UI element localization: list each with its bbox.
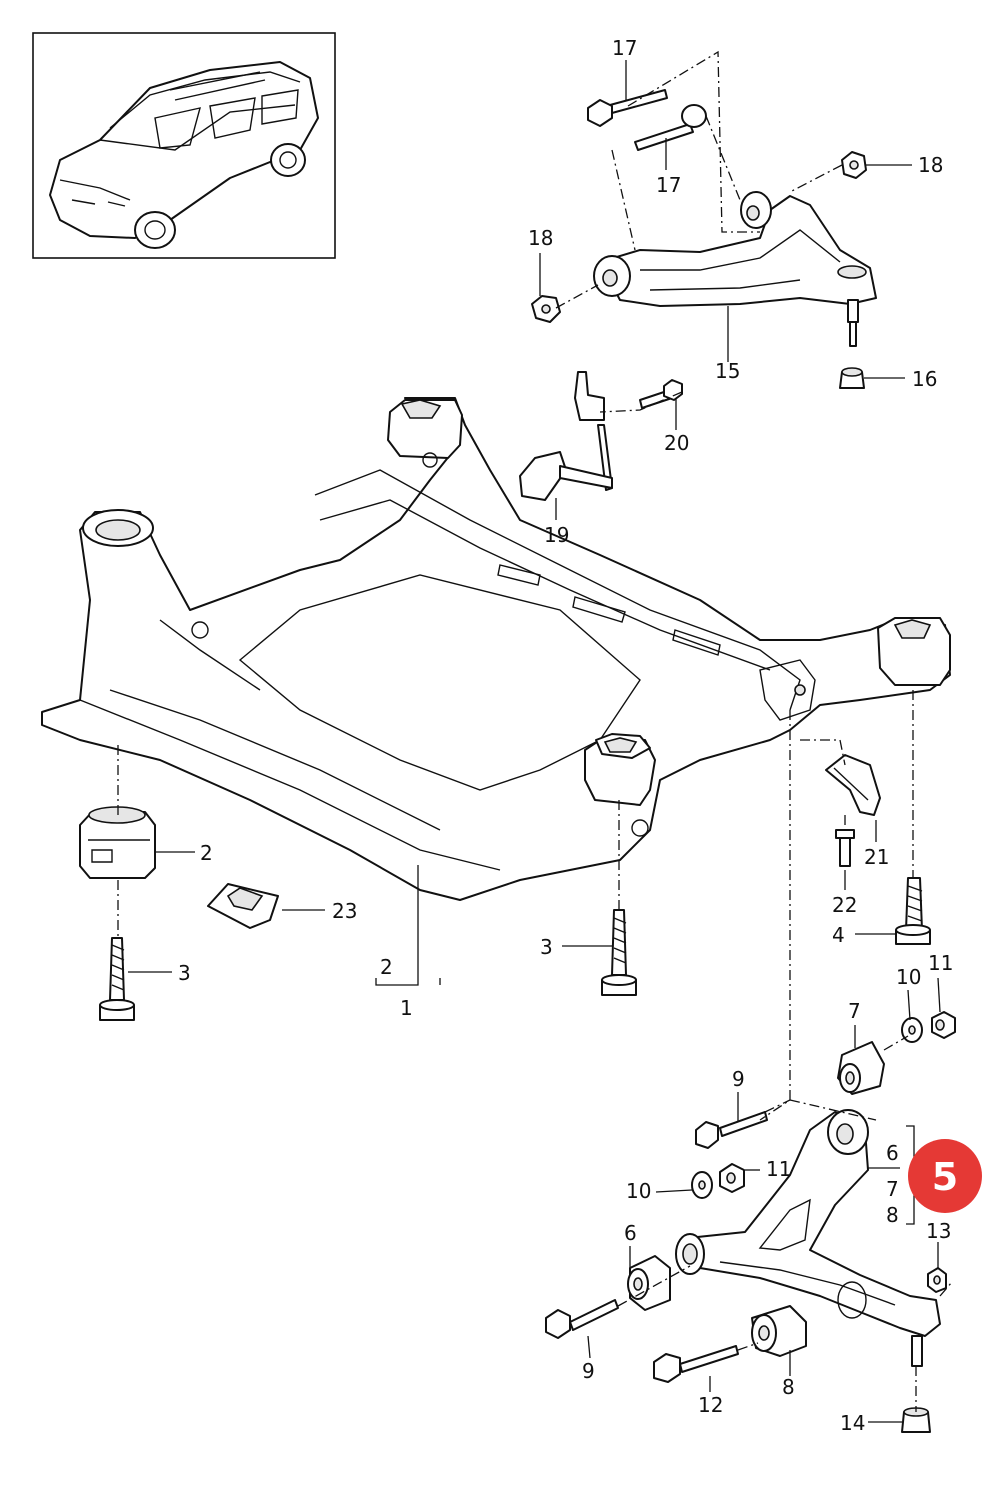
callout-badge: 5 bbox=[908, 1139, 982, 1213]
label-11-top: 11 bbox=[928, 951, 953, 975]
mount-2 bbox=[79, 806, 156, 879]
leader-lines bbox=[128, 60, 941, 1423]
label-12: 12 bbox=[698, 1393, 723, 1417]
label-8-right: 8 bbox=[886, 1203, 899, 1227]
bolt-12 bbox=[653, 1345, 739, 1383]
label-9-bottom: 9 bbox=[582, 1359, 595, 1383]
label-4: 4 bbox=[832, 923, 845, 947]
part-labels: 17 17 18 18 15 16 20 19 2 23 3 3 2 1 4 2… bbox=[178, 36, 953, 1435]
bolt-22 bbox=[835, 829, 855, 867]
bolt-9-top bbox=[695, 1111, 768, 1149]
label-2-mount: 2 bbox=[200, 841, 213, 865]
label-13: 13 bbox=[926, 1219, 951, 1243]
label-20: 20 bbox=[664, 431, 689, 455]
lower-control-arm-icon bbox=[675, 1109, 941, 1367]
upper-control-arm-icon bbox=[593, 191, 877, 347]
label-9-top: 9 bbox=[732, 1067, 745, 1091]
nut-16 bbox=[839, 367, 865, 389]
label-3-center: 3 bbox=[540, 935, 553, 959]
label-3-left: 3 bbox=[178, 961, 191, 985]
label-21: 21 bbox=[864, 845, 889, 869]
bolt-17-upper bbox=[587, 89, 668, 127]
label-23: 23 bbox=[332, 899, 357, 923]
label-8-bottom: 8 bbox=[782, 1375, 795, 1399]
badge-circle bbox=[908, 1139, 982, 1213]
label-1: 1 bbox=[400, 996, 413, 1020]
nut-18-left bbox=[531, 295, 561, 323]
label-6-right: 6 bbox=[886, 1141, 899, 1165]
label-18-right: 18 bbox=[918, 153, 943, 177]
label-15: 15 bbox=[715, 359, 740, 383]
assembly-lines bbox=[117, 50, 953, 1412]
label-10-top: 10 bbox=[896, 965, 921, 989]
nut-18-right bbox=[841, 151, 867, 179]
bracket-21 bbox=[825, 754, 881, 816]
label-11-mid: 11 bbox=[766, 1157, 791, 1181]
bushing-7-top bbox=[837, 1041, 885, 1095]
label-19: 19 bbox=[544, 523, 569, 547]
bolt-4 bbox=[895, 877, 931, 945]
bolt-3-left bbox=[99, 937, 135, 1021]
label-17-top: 17 bbox=[612, 36, 637, 60]
bolt-9-bottom bbox=[545, 1299, 619, 1339]
label-2-bracket: 2 bbox=[380, 955, 393, 979]
nut-13 bbox=[927, 1267, 947, 1293]
washer-10-mid bbox=[691, 1171, 713, 1199]
label-10-mid: 10 bbox=[626, 1179, 651, 1203]
pad-23 bbox=[207, 883, 279, 929]
label-16: 16 bbox=[912, 367, 937, 391]
bolt-17-lower bbox=[634, 104, 707, 151]
level-sensor-19 bbox=[519, 371, 613, 501]
label-7-right: 7 bbox=[886, 1177, 899, 1201]
bolt-20 bbox=[639, 379, 683, 409]
bushing-6 bbox=[627, 1255, 671, 1311]
bushing-8 bbox=[751, 1305, 807, 1357]
label-14: 14 bbox=[840, 1411, 865, 1435]
subframe-icon bbox=[41, 397, 951, 901]
label-22: 22 bbox=[832, 893, 857, 917]
label-18-left: 18 bbox=[528, 226, 553, 250]
washer-10-top bbox=[901, 1017, 923, 1043]
nut-11-top bbox=[931, 1011, 956, 1039]
car-inset-icon bbox=[32, 32, 336, 259]
label-17-bottom: 17 bbox=[656, 173, 681, 197]
label-6-left: 6 bbox=[624, 1221, 637, 1245]
bolt-3-center bbox=[601, 909, 637, 996]
badge-number: 5 bbox=[932, 1155, 958, 1199]
nut-11-mid bbox=[719, 1163, 745, 1193]
label-7-top: 7 bbox=[848, 999, 861, 1023]
